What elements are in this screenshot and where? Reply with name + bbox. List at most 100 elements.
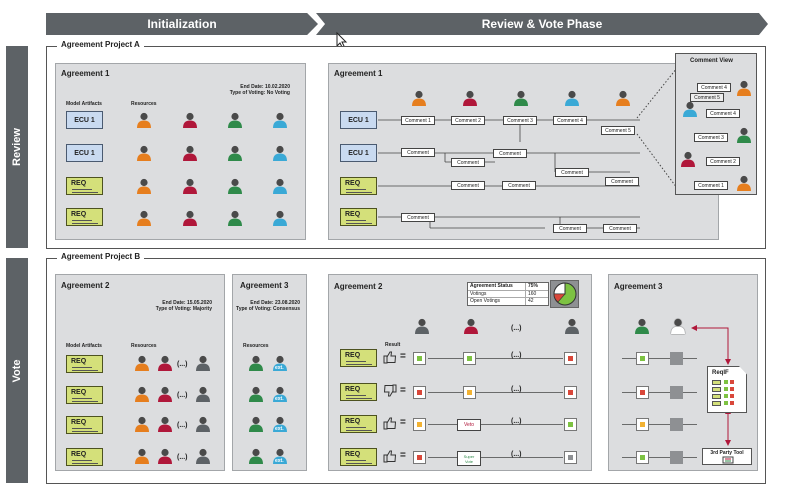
pending-vote-box[interactable] — [670, 418, 683, 431]
comment-view-item[interactable]: Comment 1 — [694, 181, 728, 190]
phase-review-vote: Review & Vote Phase — [316, 13, 768, 35]
comment-bubble[interactable]: Comment — [451, 181, 485, 190]
vote-box[interactable] — [636, 386, 649, 399]
vote-box[interactable] — [413, 352, 426, 365]
resource-person-icon — [137, 210, 151, 226]
vote-box[interactable] — [413, 451, 426, 464]
comment-view-item[interactable]: Comment 4 — [697, 83, 731, 92]
comment-bubble[interactable]: Comment 4 — [553, 116, 587, 125]
agreement1-setup-title: Agreement 1 — [61, 69, 110, 78]
vote-box[interactable] — [564, 352, 577, 365]
req-label: REQ — [71, 211, 87, 218]
req-artifact[interactable]: REQ — [66, 416, 103, 434]
vote-box[interactable] — [636, 451, 649, 464]
voting-type: Type of Voting: No Voting — [229, 90, 290, 96]
resource-person-icon — [196, 355, 210, 371]
thumbs-up-icon — [383, 351, 397, 364]
vote-box[interactable] — [413, 418, 426, 431]
cross-icon — [417, 390, 422, 395]
voting-type: Type of Voting: Consensus — [236, 306, 300, 312]
comment-bubble[interactable]: Comment — [401, 213, 435, 222]
req-artifact[interactable]: REQ — [66, 355, 103, 373]
comment-bubble[interactable]: Comment — [493, 149, 527, 158]
vote-box[interactable] — [463, 352, 476, 365]
resource-person-icon — [137, 112, 151, 128]
comment-bubble[interactable]: Comment 3 — [503, 116, 537, 125]
ecu-artifact[interactable]: ECU 1 — [66, 144, 103, 162]
vote-box[interactable] — [636, 352, 649, 365]
agreement2-vote-title: Agreement 2 — [334, 282, 383, 291]
comment-view-item[interactable]: Comment 5 — [690, 93, 724, 102]
abstain-icon — [467, 390, 472, 395]
req-artifact[interactable]: REQ — [340, 448, 377, 466]
comment-bubble[interactable]: Comment — [555, 168, 589, 177]
vote-box[interactable] — [636, 418, 649, 431]
reviewer-person-icon — [463, 90, 477, 106]
req-artifact[interactable]: REQ — [340, 349, 377, 367]
comment-bubble[interactable]: Comment — [553, 224, 587, 233]
reqif-mark — [724, 387, 728, 391]
vote-box[interactable] — [463, 386, 476, 399]
pending-vote-box[interactable] — [670, 386, 683, 399]
req-label: REQ — [71, 180, 87, 187]
super-vote-box[interactable]: Super Vote — [457, 451, 481, 466]
pending-vote-box[interactable] — [670, 352, 683, 365]
resource-person-icon — [158, 355, 172, 371]
ecu-artifact[interactable]: ECU 1 — [340, 111, 377, 129]
comment-bubble[interactable]: Comment — [603, 224, 637, 233]
veto-box[interactable]: Veto — [457, 419, 481, 431]
ecu-artifact[interactable]: ECU 1 — [340, 144, 377, 162]
external-person-icon — [273, 448, 287, 464]
third-party-tool[interactable]: 3rd Party Tool — [702, 448, 752, 465]
reviewer-person-icon — [412, 90, 426, 106]
status-percent: 75% — [528, 283, 539, 289]
comment-bubble[interactable]: Comment — [502, 181, 536, 190]
req-artifact[interactable]: REQ — [340, 383, 377, 401]
vote-box[interactable] — [564, 418, 577, 431]
req-artifact[interactable]: REQ — [66, 208, 103, 226]
check-icon — [640, 455, 645, 460]
comment-bubble[interactable]: Comment 1 — [401, 116, 435, 125]
cross-icon — [568, 390, 573, 395]
resources-label: Resources — [131, 101, 157, 107]
status-header: Agreement Status — [468, 283, 526, 290]
vote-box[interactable] — [413, 386, 426, 399]
external-person-icon — [273, 355, 287, 371]
reqif-mark — [730, 394, 734, 398]
comment-bubble[interactable]: Comment — [401, 148, 435, 157]
vote-box[interactable] — [564, 386, 577, 399]
third-party-tool-label: 3rd Party Tool — [710, 450, 744, 456]
req-artifact[interactable]: REQ — [66, 448, 103, 466]
comment-bubble[interactable]: Comment 2 — [451, 116, 485, 125]
req-artifact[interactable]: REQ — [340, 208, 377, 226]
comment-view-item[interactable]: Comment 2 — [706, 157, 740, 166]
equals-sign: = — [400, 351, 406, 362]
req-artifact[interactable]: REQ — [66, 386, 103, 404]
reqif-row — [712, 394, 721, 399]
req-artifact[interactable]: REQ — [66, 177, 103, 195]
resource-person-icon — [273, 112, 287, 128]
ecu-artifact[interactable]: ECU 1 — [66, 111, 103, 129]
project-b-title: Agreement Project B — [57, 252, 145, 261]
vote-row-line — [428, 457, 563, 458]
req-artifact[interactable]: REQ — [340, 177, 377, 195]
comment-bubble[interactable]: Comment 5 — [601, 126, 635, 135]
votings-value: 160 — [528, 291, 537, 297]
req-label: REQ — [345, 180, 361, 187]
comment-view-item[interactable]: Comment 3 — [694, 133, 728, 142]
reqif-row — [712, 387, 721, 392]
side-review: Review — [6, 46, 28, 248]
comment-view-item[interactable]: Comment 4 — [706, 109, 740, 118]
vote-box[interactable] — [564, 451, 577, 464]
commenter-person-icon — [737, 80, 751, 96]
model-artifacts-label: Model Artifacts — [66, 343, 102, 349]
external-label: ext. — [275, 396, 284, 402]
cross-icon — [568, 356, 573, 361]
comment-bubble[interactable]: Comment — [451, 158, 485, 167]
comment-bubble[interactable]: Comment — [605, 177, 639, 186]
req-artifact[interactable]: REQ — [340, 415, 377, 433]
pending-vote-box[interactable] — [670, 451, 683, 464]
req-label: REQ — [71, 419, 87, 426]
pending-icon — [568, 455, 573, 460]
